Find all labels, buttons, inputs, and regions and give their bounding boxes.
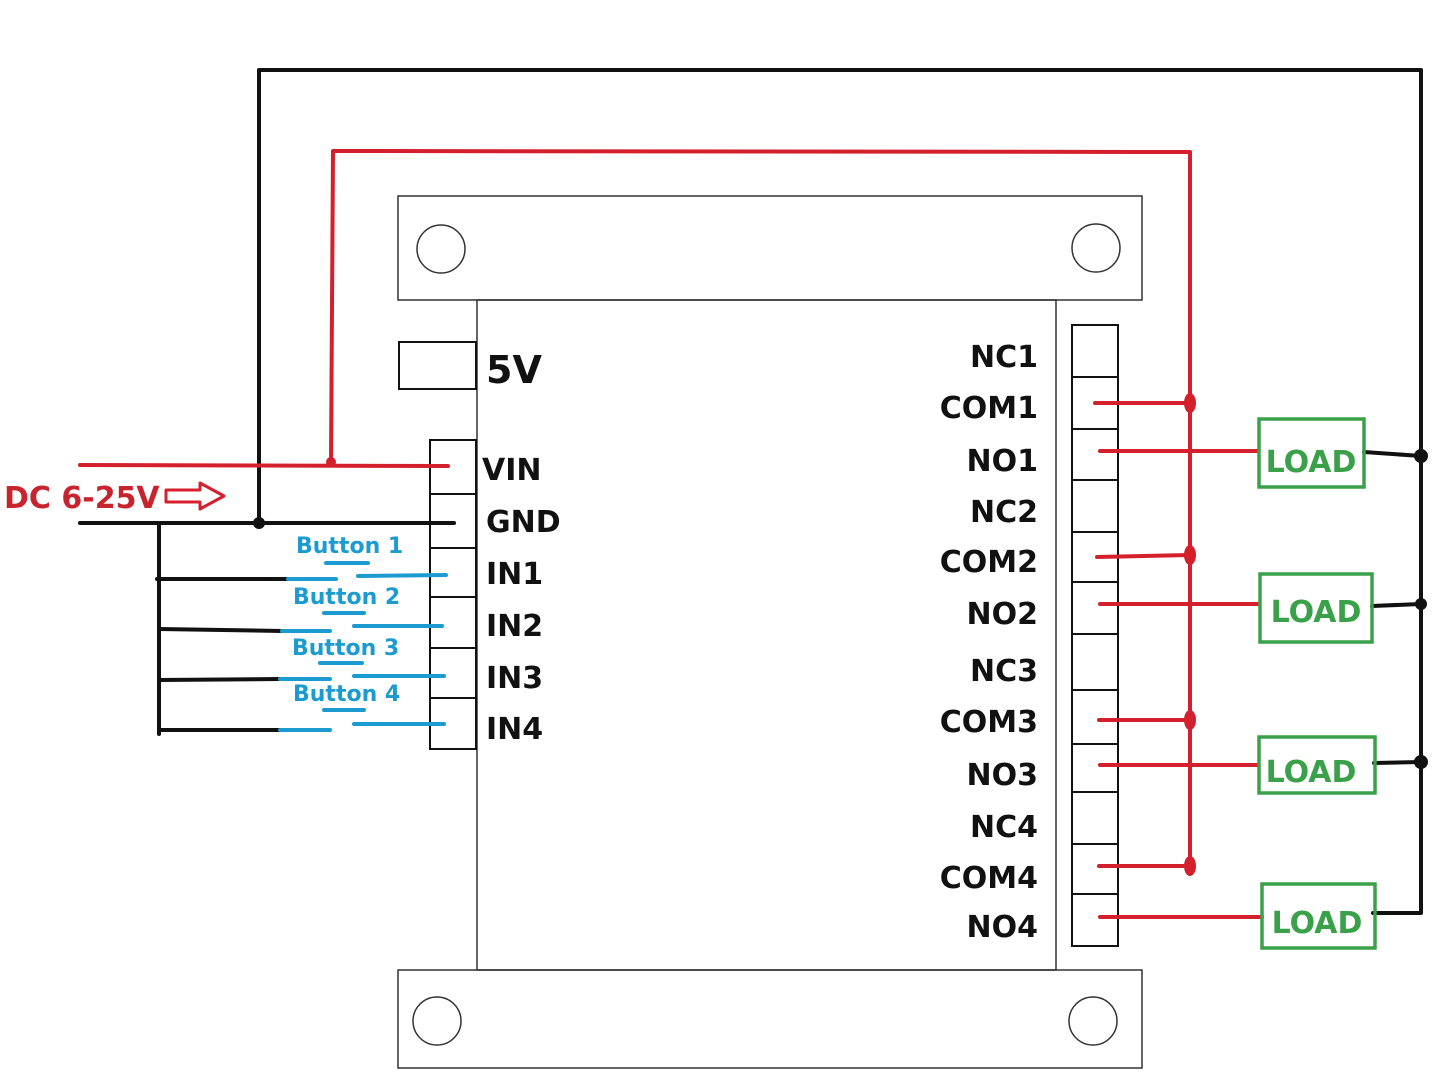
pin-label-nc4: NC4 bbox=[970, 810, 1038, 845]
mounting-hole-icon bbox=[1071, 223, 1121, 273]
black-wires bbox=[78, 68, 1423, 915]
pin-label-com1: COM1 bbox=[940, 391, 1038, 426]
relay-terminal-block bbox=[1071, 324, 1119, 947]
relay-pin-labels: NC1 COM1 NO1 NC2 COM2 NO2 NC3 COM3 NO3 N… bbox=[940, 340, 1038, 945]
pin-label-com2: COM2 bbox=[940, 545, 1038, 580]
load-1: LOAD bbox=[1257, 417, 1366, 489]
pin-label-com4: COM4 bbox=[940, 861, 1038, 896]
button-labels: Button 1 Button 2 Button 3 Button 4 bbox=[292, 534, 403, 707]
load-3-box bbox=[1257, 735, 1377, 795]
pin-label-nc3: NC3 bbox=[970, 654, 1038, 689]
pin-label-in3: IN3 bbox=[486, 661, 543, 696]
pin-label-no4: NO4 bbox=[967, 910, 1038, 945]
button-1-label: Button 1 bbox=[296, 534, 403, 559]
button-switches bbox=[278, 561, 448, 732]
load-return-wire bbox=[1372, 760, 1423, 765]
load-3: LOAD bbox=[1257, 735, 1377, 795]
board-bottom-plate bbox=[397, 969, 1143, 1069]
power-input-label: DC 6-25V bbox=[4, 481, 160, 516]
load-2-label: LOAD bbox=[1271, 595, 1362, 630]
load-3-label: LOAD bbox=[1266, 755, 1357, 790]
pin-label-no3: NO3 bbox=[967, 758, 1038, 793]
vin-input-wire bbox=[78, 463, 450, 468]
pin-label-nc1: NC1 bbox=[970, 340, 1038, 375]
pin-label-vin: VIN bbox=[482, 453, 542, 488]
pin-label-in2: IN2 bbox=[486, 609, 543, 644]
button-3-switch bbox=[278, 661, 446, 681]
input-pin-labels: VIN GND IN1 IN2 IN3 IN4 bbox=[482, 453, 561, 747]
ground-loop-wire bbox=[257, 68, 1423, 915]
pin-label-no1: NO1 bbox=[967, 444, 1038, 479]
pin-label-nc2: NC2 bbox=[970, 495, 1038, 530]
button-4-switch bbox=[278, 708, 446, 732]
button-3-label: Button 3 bbox=[292, 636, 399, 661]
board-top-plate bbox=[397, 195, 1143, 301]
jumper-5v-box bbox=[398, 341, 477, 390]
com2-wire bbox=[1095, 553, 1192, 559]
mounting-hole-icon bbox=[1068, 996, 1118, 1046]
red-wires bbox=[78, 149, 1264, 919]
pin-label-com3: COM3 bbox=[940, 705, 1038, 740]
pin-label-in1: IN1 bbox=[486, 557, 543, 592]
load-1-label: LOAD bbox=[1266, 445, 1357, 480]
loads: LOAD LOAD LOAD LOAD bbox=[1257, 417, 1377, 950]
button-1-switch bbox=[286, 561, 448, 581]
load-4: LOAD bbox=[1260, 882, 1377, 950]
load-return-wire bbox=[1362, 450, 1423, 458]
mounting-hole-icon bbox=[412, 996, 462, 1046]
button-2-label: Button 2 bbox=[293, 585, 400, 610]
load-1-box bbox=[1257, 417, 1366, 489]
mounting-hole-icon bbox=[416, 224, 466, 274]
black-junctions bbox=[253, 449, 1428, 769]
red-junctions bbox=[326, 393, 1196, 876]
load-return-wire bbox=[1370, 602, 1423, 608]
load-4-box bbox=[1260, 882, 1377, 950]
power-arrow-icon bbox=[164, 481, 226, 511]
button-2-switch bbox=[280, 611, 444, 633]
jumper-5v-label: 5V bbox=[486, 348, 542, 392]
vin-feed-wire bbox=[329, 149, 1192, 868]
pin-label-in4: IN4 bbox=[486, 712, 543, 747]
load-2-box bbox=[1258, 572, 1374, 644]
pin-label-no2: NO2 bbox=[967, 597, 1038, 632]
input-terminal-block bbox=[429, 439, 477, 750]
relay-board bbox=[397, 195, 1143, 1069]
pin-label-gnd: GND bbox=[486, 505, 561, 540]
load-4-label: LOAD bbox=[1272, 906, 1363, 941]
button-4-label: Button 4 bbox=[293, 682, 400, 707]
load-2: LOAD bbox=[1258, 572, 1374, 644]
